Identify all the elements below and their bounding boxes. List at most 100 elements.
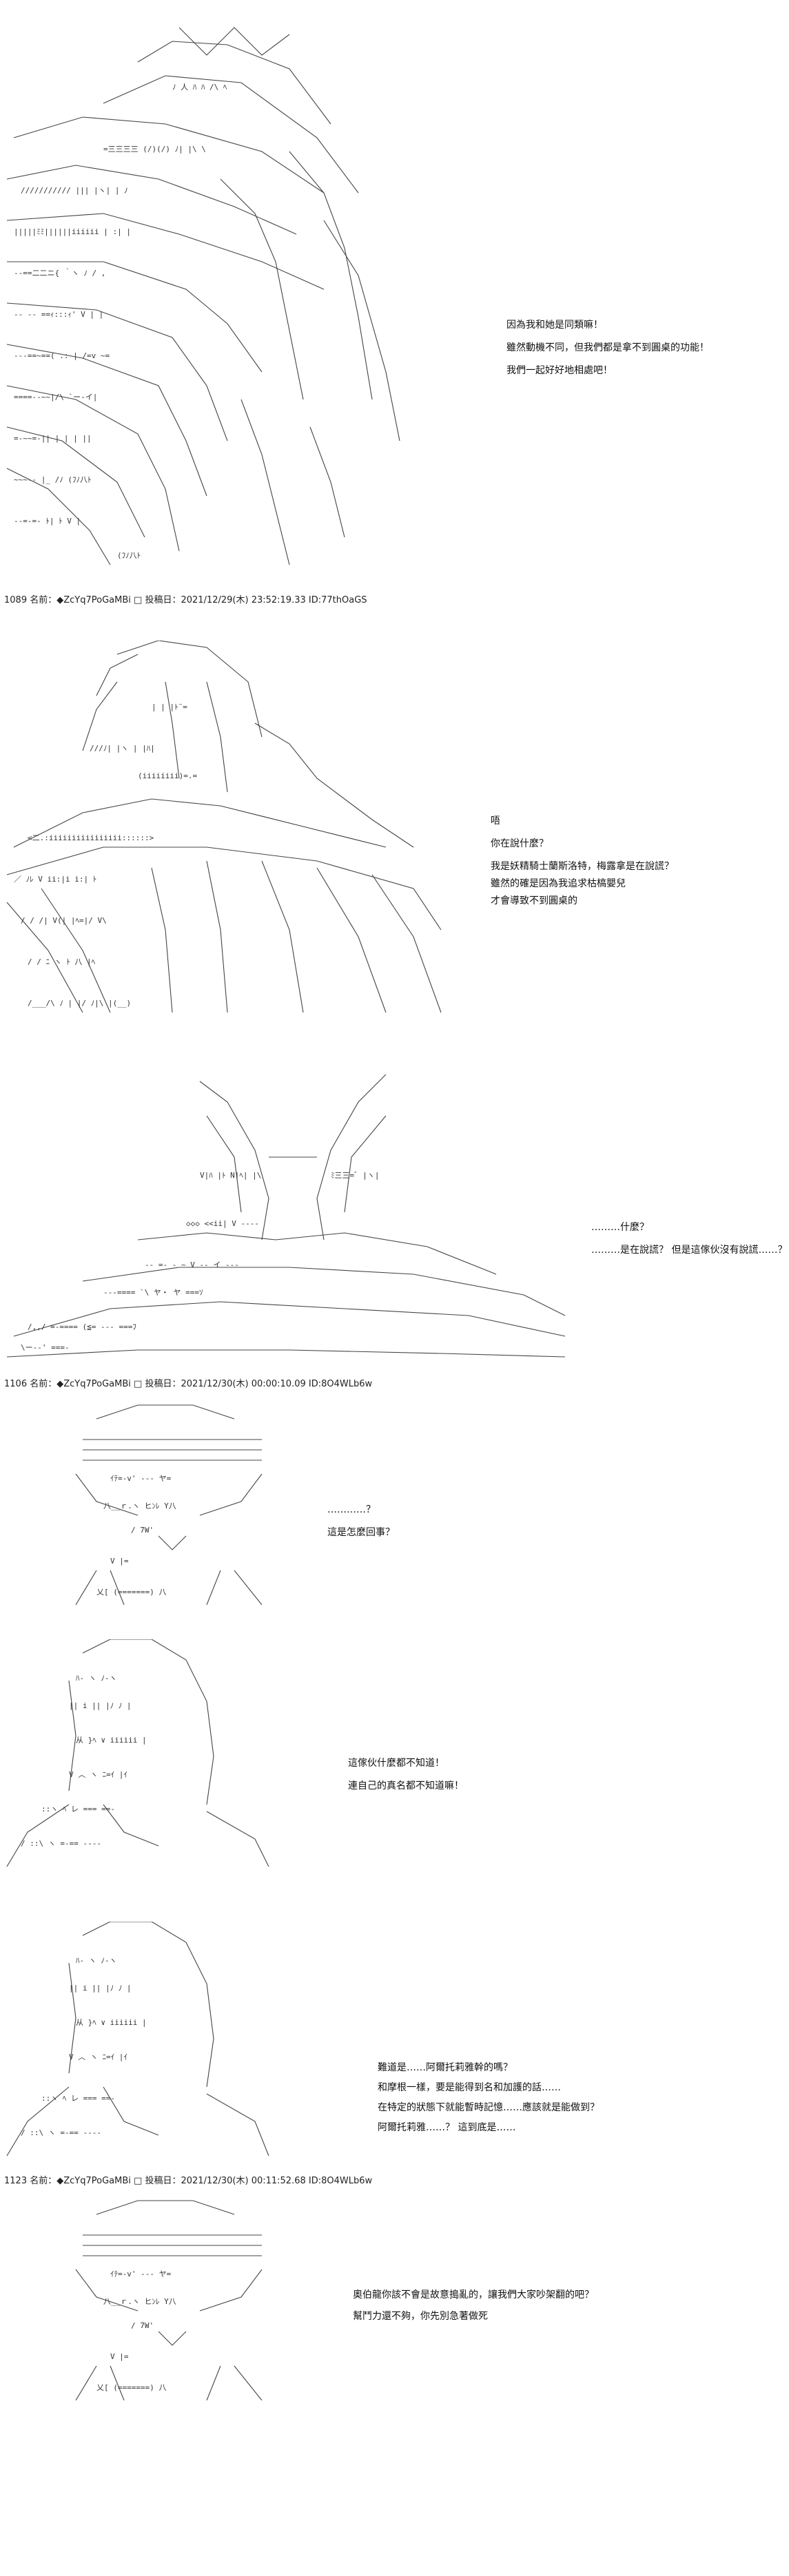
post-date: 2021/12/30(木) 00:00:10.09 bbox=[181, 1379, 306, 1389]
post-id: ID:77thOaGS bbox=[308, 595, 367, 605]
svg-text:/ 7W': / 7W' bbox=[131, 2321, 154, 2330]
svg-text:<二.:iiiiiiiiiiiiiiii::::::>: <二.:iiiiiiiiiiiiiiii::::::> bbox=[28, 833, 154, 842]
post-header: 1106 名前：◆ZcYq7PoGaMBi □ 投稿日：2021/12/30(木… bbox=[4, 1376, 372, 1389]
name-label: 名前： bbox=[30, 595, 57, 605]
svg-text:=三三三三 (/)(/) ﾉ| |\ \: =三三三三 (/)(/) ﾉ| |\ \ bbox=[103, 145, 206, 154]
trip-code: ◆ZcYq7PoGaMBi bbox=[57, 1379, 131, 1389]
dialog-line: 唔 bbox=[491, 816, 500, 827]
date-label: 投稿日： bbox=[145, 1379, 181, 1389]
svg-text:--=-=- ﾄ| ﾄ V |: --=-=- ﾄ| ﾄ V | bbox=[14, 517, 81, 526]
svg-text:/ / ﾆ ヽ ﾄ 八 |ﾍ: / / ﾆ ヽ ﾄ 八 |ﾍ bbox=[28, 957, 96, 966]
post-id: ID:8O4WLb6w bbox=[308, 1379, 373, 1389]
post-header: 1123 名前：◆ZcYq7PoGaMBi □ 投稿日：2021/12/30(木… bbox=[4, 2173, 372, 2186]
post-number: 1123 bbox=[4, 2176, 28, 2186]
checkbox-icon: □ bbox=[134, 2176, 143, 2186]
post-date: 2021/12/29(木) 23:52:19.33 bbox=[181, 595, 306, 605]
dialog-line: ………什麼？ bbox=[591, 1222, 649, 1233]
name-label: 名前： bbox=[30, 1379, 57, 1389]
svg-text:ﾊ- ヽ ﾉ-ヽ: ﾊ- ヽ ﾉ-ヽ bbox=[76, 1674, 117, 1683]
svg-text:--==二二ニ{ ｀ヽ ﾉ / ,: --==二二ニ{ ｀ヽ ﾉ / , bbox=[14, 267, 105, 278]
svg-text:/ ::\ ヽ =-== ----: / ::\ ヽ =-== ---- bbox=[21, 1839, 101, 1848]
dialog-line: 難道是……阿爾托莉雅幹的嗎？ bbox=[378, 2062, 513, 2073]
dialog-line: 在特定的狀態下就能暫時記憶……應該就是能做到？ bbox=[378, 2102, 600, 2113]
dialog-line: 我們一起好好地相處吧！ bbox=[506, 365, 613, 376]
svg-text:---==~==( .: | /=v ~=: ---==~==( .: | /=v ~= bbox=[14, 351, 110, 360]
post-date: 2021/12/30(木) 00:11:52.68 bbox=[181, 2176, 306, 2186]
ascii-art-figure-2: | | |ﾄ¨= ///ﾉ| |ヽ | |ﾊ| (iiiiiiii)=.= <二… bbox=[0, 641, 455, 1040]
svg-text:八__ｒ.ヽ ヒﾝﾚ Y八: 八__ｒ.ヽ ヒﾝﾚ Y八 bbox=[103, 1502, 176, 1510]
dialog-panel-5: 這傢伙什麼都不知道！ 連自己的真名都不知道嘛！ bbox=[348, 1755, 464, 1795]
dialog-line: 這傢伙什麼都不知道！ bbox=[348, 1758, 444, 1769]
date-label: 投稿日： bbox=[145, 595, 181, 605]
dialog-panel-2: 唔 你在說什麼？ 我是妖精騎士蘭斯洛特，梅露拿是在說謊？ 雖然的確是因為我追求枯… bbox=[491, 813, 674, 910]
post-id: ID:8O4WLb6w bbox=[308, 2176, 373, 2186]
svg-text:====--~~|/\ `ー-イ|: ====--~~|/\ `ー-イ| bbox=[14, 393, 97, 402]
dialog-line: 你在說什麼？ bbox=[491, 838, 549, 849]
svg-text:\ー--' ===-: \ー--' ===- bbox=[21, 1343, 70, 1352]
ascii-art-figure-7: ｲﾃ=-v' --- ヤ= 八__ｒ.ヽ ヒﾝﾚ Y八 / 7W' V |= 乂… bbox=[55, 2194, 289, 2400]
ascii-art-figure-3: V|ﾊ |ﾄ N|ﾍ| |\ ﾐ三三=ﾞ |ヽ| ◇◇◇ <<ii| V ---… bbox=[0, 1074, 579, 1364]
ascii-art-figure-4: ｲﾃ=-v' --- ヤ= 八__ｒ.ヽ ヒﾝﾚ Y八 / 7W' V |= 乂… bbox=[55, 1398, 289, 1605]
svg-text:ｲﾃ=-v' --- ヤ=: ｲﾃ=-v' --- ヤ= bbox=[110, 2269, 172, 2278]
dialog-line: 和摩根一樣，要是能得到名和加護的話…… bbox=[378, 2082, 561, 2093]
svg-text:/ / /| V(| |ﾍ=|/ V\: / / /| V(| |ﾍ=|/ V\ bbox=[21, 916, 107, 925]
dialog-panel-7: 奧伯龍你該不會是故意搗亂的，讓我們大家吵架翻的吧？ 幫鬥力還不夠，你先別急著做死 bbox=[353, 2287, 594, 2325]
svg-text:V|ﾊ |ﾄ N|ﾍ| |\: V|ﾊ |ﾄ N|ﾍ| |\ bbox=[200, 1171, 261, 1180]
dialog-panel-1: 因為我和她是同類嘛！ 雖然動機不同，但我們都是拿不到圓桌的功能！ 我們一起好好地… bbox=[506, 317, 709, 380]
svg-text:/___/\ ﾉ | |/ ﾉ|\ |(__): /___/\ ﾉ | |/ ﾉ|\ |(__) bbox=[28, 999, 131, 1008]
svg-text:/,,/ =-==== (≦= --- ===ﾌ: /,,/ =-==== (≦= --- ===ﾌ bbox=[28, 1322, 136, 1331]
svg-text:V |=: V |= bbox=[110, 1557, 129, 1566]
dialog-line: 阿爾托莉雅……？ 這到底是…… bbox=[378, 2122, 516, 2133]
dialog-line: 雖然動機不同，但我們都是拿不到圓桌的功能！ bbox=[506, 342, 709, 353]
name-label: 名前： bbox=[30, 2176, 57, 2186]
dialog-panel-3: ………什麼？ ………是在說謊？ 但是這傢伙沒有說謊……？ bbox=[591, 1219, 787, 1259]
trip-code: ◆ZcYq7PoGaMBi bbox=[57, 2176, 131, 2186]
dialog-line: 這是怎麼回事？ bbox=[327, 1527, 395, 1538]
ascii-art-figure-5: ﾊ- ヽ ﾉ-ヽ || i || |ﾉ ﾉ | 从 }ﾍ ∨ iiiiii | … bbox=[0, 1639, 276, 1873]
svg-text:::ヽ ﾍ レ === ==-: ::ヽ ﾍ レ === ==- bbox=[41, 2094, 115, 2103]
svg-text:-- =- - ~ V -- イ ---: -- =- - ~ V -- イ --- bbox=[145, 1260, 239, 1269]
post-number: 1106 bbox=[4, 1379, 28, 1389]
svg-text://///////// ||| |ヽ| | ﾉ: /////////// ||| |ヽ| | ﾉ bbox=[21, 186, 128, 195]
svg-text:(iiiiiiii)=.=: (iiiiiiii)=.= bbox=[138, 771, 197, 780]
svg-text:从 }ﾍ ∨ iiiiii |: 从 }ﾍ ∨ iiiiii | bbox=[76, 1736, 147, 1745]
svg-text:/ ::\ ヽ =-== ----: / ::\ ヽ =-== ---- bbox=[21, 2128, 101, 2137]
svg-text:ﾉ 人 ﾊ ﾊ /\ ﾍ: ﾉ 人 ﾊ ﾊ /\ ﾍ bbox=[172, 83, 227, 92]
svg-text:乂[ (=======) 八: 乂[ (=======) 八 bbox=[96, 2383, 166, 2392]
dialog-line: 連自己的真名都不知道嘛！ bbox=[348, 1780, 464, 1791]
svg-text:ﾊ- ヽ ﾉ-ヽ: ﾊ- ヽ ﾉ-ヽ bbox=[76, 1956, 117, 1965]
svg-text:|| i || |ﾉ ﾉ |: || i || |ﾉ ﾉ | bbox=[69, 1984, 131, 1993]
dialog-line: 幫鬥力還不夠，你先別急著做死 bbox=[353, 2311, 488, 2322]
dialog-line: ………是在說謊？ 但是這傢伙沒有說謊……？ bbox=[591, 1245, 788, 1256]
dialog-line: 才會導致不到圓桌的 bbox=[491, 895, 577, 906]
ascii-art-figure-6: ﾊ- ヽ ﾉ-ヽ || i || |ﾉ ﾉ | 从 }ﾍ ∨ iiiiii | … bbox=[0, 1922, 276, 2163]
svg-text:---==== `\ ヤ・ ヤ ===ｿ: ---==== `\ ヤ・ ヤ ===ｿ bbox=[103, 1288, 203, 1297]
svg-text:-- -- ==ｨ:::ｨ' V | |: -- -- ==ｨ:::ｨ' V | | bbox=[14, 310, 103, 319]
dialog-line: 因為我和她是同類嘛！ bbox=[506, 320, 603, 331]
svg-text:=-~~=-|| | | | ||: =-~~=-|| | | | || bbox=[14, 434, 92, 443]
svg-text:| | |ﾄ¨=: | | |ﾄ¨= bbox=[152, 703, 187, 711]
svg-text:ｲﾃ=-v' --- ヤ=: ｲﾃ=-v' --- ヤ= bbox=[110, 1474, 172, 1483]
trip-code: ◆ZcYq7PoGaMBi bbox=[57, 595, 131, 605]
svg-text:V ︿ ヽ ﾆ=ｲ |ｲ: V ︿ ヽ ﾆ=ｲ |ｲ bbox=[69, 2053, 127, 2061]
svg-text:|||||ﾐﾐ||||||iiiiii | :| |: |||||ﾐﾐ||||||iiiiii | :| | bbox=[14, 227, 131, 236]
ascii-art-figure-1: ﾉ 人 ﾊ ﾊ /\ ﾍ =三三三三 (/)(/) ﾉ| |\ \ //////… bbox=[0, 14, 413, 579]
svg-text:◇◇◇ <<ii| V ----: ◇◇◇ <<ii| V ---- bbox=[186, 1219, 259, 1228]
svg-text:从 }ﾍ ∨ iiiiii |: 从 }ﾍ ∨ iiiiii | bbox=[76, 2018, 147, 2027]
date-label: 投稿日： bbox=[145, 2176, 181, 2186]
svg-text:/ 7W': / 7W' bbox=[131, 1526, 154, 1535]
svg-text:(ﾌﾉ八ﾄ: (ﾌﾉ八ﾄ bbox=[117, 551, 141, 560]
svg-text:V |=: V |= bbox=[110, 2352, 129, 2361]
svg-text:::ヽ ﾍ レ === ==-: ::ヽ ﾍ レ === ==- bbox=[41, 1805, 115, 1814]
svg-text:乂[ (=======) 八: 乂[ (=======) 八 bbox=[96, 1588, 166, 1597]
post-number: 1089 bbox=[4, 595, 28, 605]
post-header: 1089 名前：◆ZcYq7PoGaMBi □ 投稿日：2021/12/29(木… bbox=[4, 592, 367, 605]
svg-text:八__ｒ.ヽ ヒﾝﾚ Y八: 八__ｒ.ヽ ヒﾝﾚ Y八 bbox=[103, 2297, 176, 2306]
dialog-line: 我是妖精騎士蘭斯洛特，梅露拿是在說謊？ bbox=[491, 861, 674, 872]
dialog-panel-4: …………？ 這是怎麼回事？ bbox=[327, 1502, 395, 1541]
svg-text:///ﾉ| |ヽ | |ﾊ|: ///ﾉ| |ヽ | |ﾊ| bbox=[90, 744, 155, 753]
svg-text:／ ﾉﾚ V ii:|i i:| ﾄ: ／ ﾉﾚ V ii:|i i:| ﾄ bbox=[14, 875, 96, 884]
svg-text:ﾐ三三=ﾞ |ヽ|: ﾐ三三=ﾞ |ヽ| bbox=[331, 1171, 380, 1180]
dialog-line: 雖然的確是因為我追求枯槁嬰兒 bbox=[491, 878, 626, 889]
dialog-line: …………？ bbox=[327, 1504, 376, 1515]
